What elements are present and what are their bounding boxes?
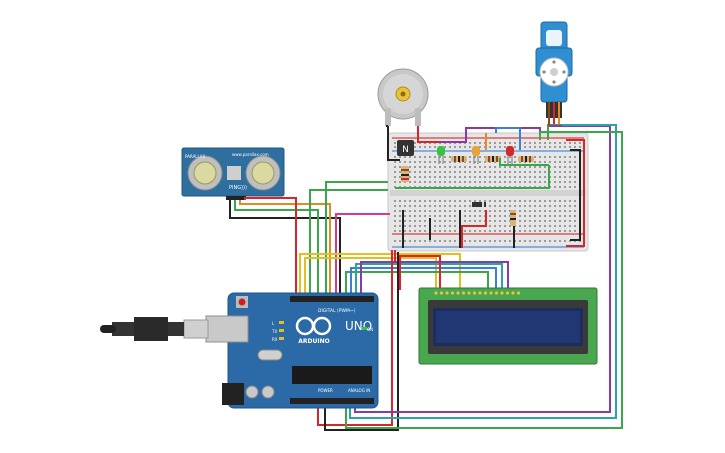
power-header-label: POWER: [318, 388, 333, 393]
led-red[interactable]: [506, 146, 514, 164]
sensor-wires: [229, 197, 341, 305]
main-wires: [299, 124, 623, 431]
rx-label: RX: [272, 337, 278, 342]
resistor-lower[interactable]: [510, 210, 516, 226]
arduino-brand: ARDUINO: [298, 338, 329, 345]
on-led-label: ON: [367, 327, 373, 332]
sensor-url: www.parallax.com: [232, 152, 269, 157]
l-led-label: L: [272, 321, 275, 326]
resistor-led-2[interactable]: [485, 156, 501, 162]
usb-cable: [100, 317, 209, 341]
ultrasonic-sensor[interactable]: PARALLAX www.parallax.com PING))): [181, 147, 285, 200]
transistor[interactable]: N: [397, 140, 414, 156]
breadboard[interactable]: [387, 132, 589, 252]
dc-motor[interactable]: [377, 68, 429, 126]
diode[interactable]: [472, 202, 486, 207]
tx-label: TX: [271, 329, 277, 334]
transistor-label: N: [402, 145, 409, 155]
sensor-name: PING))): [229, 185, 247, 191]
resistor-led-3[interactable]: [518, 156, 534, 162]
led-green[interactable]: [437, 146, 445, 164]
digital-header-label: DIGITAL (PWM~): [318, 308, 356, 314]
sensor-maker: PARALLAX: [185, 154, 206, 159]
resistor-base[interactable]: [401, 166, 409, 182]
lcd-16x2[interactable]: [418, 287, 598, 365]
lcd-pin-header: [434, 291, 521, 295]
led-yellow[interactable]: [472, 146, 480, 164]
arduino-uno[interactable]: ARDUINO UNO DIGITAL (PWM~) POWER ANALOG …: [205, 292, 379, 409]
analog-header-label: ANALOG IN: [348, 388, 370, 393]
resistor-led-1[interactable]: [451, 156, 467, 162]
